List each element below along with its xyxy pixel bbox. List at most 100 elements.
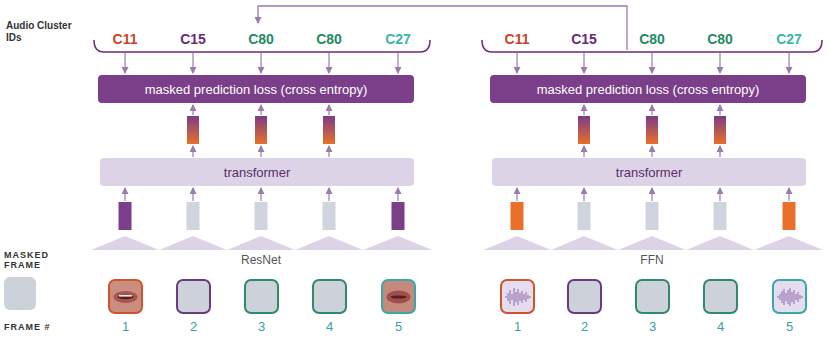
lip-image [382,280,415,313]
output-feature [714,116,726,144]
encoder-peak [483,236,551,250]
encoder-shape [91,236,432,250]
encoder-label: FFN [640,254,663,268]
video-frame [382,280,415,313]
box-text: transformer [616,165,682,180]
masked-frame [245,280,278,313]
encoder-peak [686,236,754,250]
arrow [192,188,193,201]
arrow [516,188,517,201]
masked-frame [313,280,346,313]
encoder-peak [363,236,432,250]
arrow [719,105,720,115]
legend-swatch [4,277,36,310]
cluster-id: C80 [707,31,733,47]
frame-number: 1 [514,320,521,335]
arrow [719,188,720,201]
arrow [583,146,584,157]
arrow [328,146,329,157]
box-text: masked prediction loss (cross entropy) [537,82,760,97]
cluster-id: C80 [316,31,342,47]
encoder-peak [159,236,227,250]
transformer-box: transformer [100,158,414,186]
cluster-id: C80 [248,31,274,47]
encoder-peak [618,236,686,250]
cluster-id: C15 [180,31,206,47]
arrow [651,53,652,73]
arrow [260,146,261,157]
arrow [260,53,261,73]
arrow [788,53,789,73]
input-token [119,202,132,230]
arrow [328,188,329,201]
frame-number: 2 [581,320,588,335]
frame-number: 4 [717,320,724,335]
arrow [328,105,329,115]
cluster-id: C15 [571,31,597,47]
box-text: masked prediction loss (cross entropy) [145,82,368,97]
masked-frame [177,280,210,313]
masked-token [323,202,336,230]
arrow [397,53,398,73]
arrow [260,188,261,201]
masked-token [255,202,268,230]
mouth [391,295,407,298]
arrow [788,188,789,201]
waveform [778,288,802,306]
arrow [192,146,193,157]
masked-token [646,202,659,230]
arrow [719,53,720,73]
arrow [397,188,398,201]
arrow [192,105,193,115]
box-text: transformer [224,165,290,180]
arrow [651,146,652,157]
encoder-peak [227,236,295,250]
waveform [506,288,530,306]
masked-frame [568,280,601,313]
arrow [124,53,125,73]
arrow [583,188,584,201]
frame-number: 5 [395,320,402,335]
loss-box: masked prediction loss (cross entropy) [98,75,414,103]
output-feature [646,116,658,144]
output-feature [323,116,335,144]
arrow [260,105,261,115]
masked-frame [636,280,669,313]
frame-number: 2 [190,320,197,335]
masked-frame [704,280,737,313]
arrow [719,146,720,157]
audio-frame [773,280,806,313]
legend-text: MASKED FRAME [4,250,60,271]
frame-number: 5 [786,320,793,335]
cluster-id: C11 [113,31,138,47]
output-feature [578,116,590,144]
cluster-id: C27 [776,31,802,47]
arrow [651,105,652,115]
loss-box: masked prediction loss (cross entropy) [490,75,806,103]
axis-label: Audio Cluster IDs [6,20,80,43]
arrow [516,53,517,73]
audio-frame [501,280,534,313]
cluster-id: C27 [385,31,411,47]
arrow [328,53,329,73]
masked-token [714,202,727,230]
lip-image [109,280,142,313]
input-token [392,202,405,230]
lips [114,291,138,303]
video-frame [109,280,142,313]
input-token [511,202,524,230]
frame-number: 4 [326,320,333,335]
cluster-id: C80 [639,31,665,47]
encoder-peak [91,236,159,250]
masked-token [187,202,200,230]
arrow [124,188,125,201]
output-feature [255,116,267,144]
target-arrow [258,6,627,50]
mouth [118,295,134,299]
arrow [583,105,584,115]
encoder-shape [483,236,823,250]
encoder-peak [551,236,618,250]
output-feature [187,116,199,144]
masked-token [578,202,591,230]
arrow [651,188,652,201]
